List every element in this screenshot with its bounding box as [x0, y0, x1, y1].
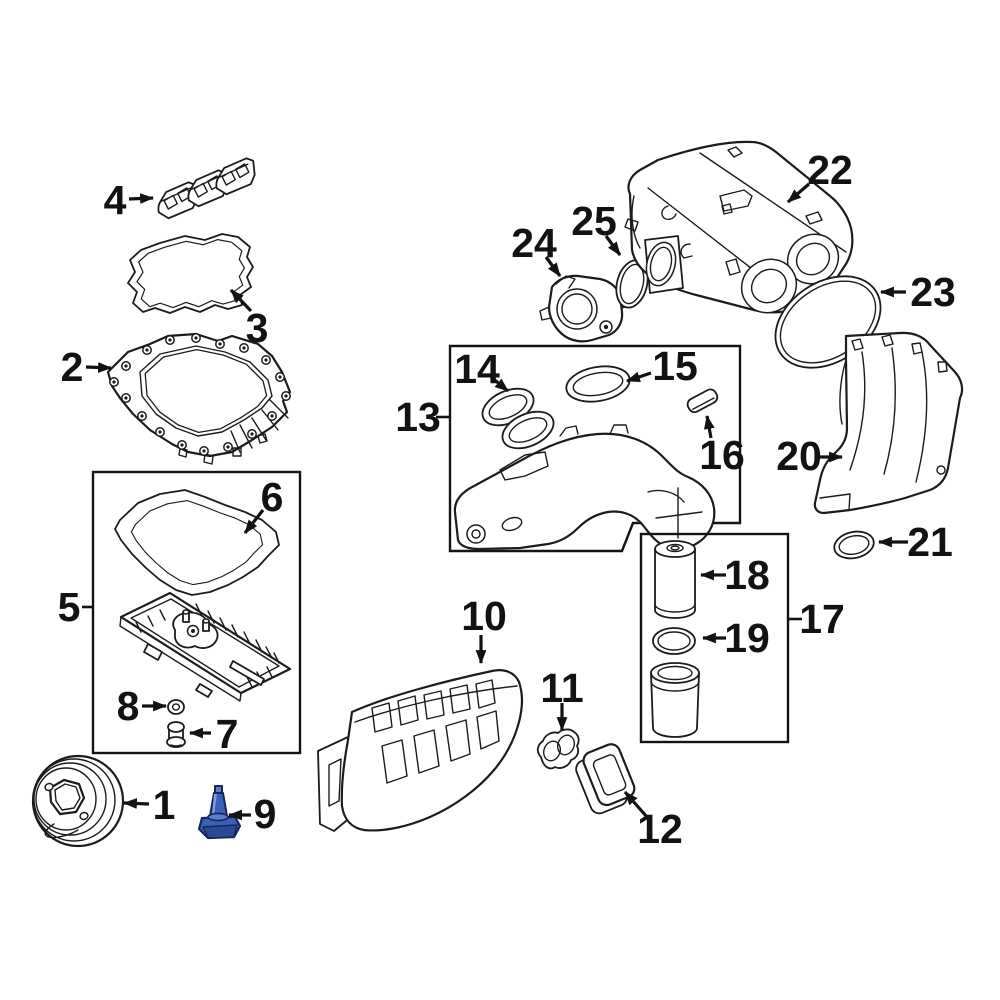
- group-box-oil-filter-kit: [639, 532, 790, 744]
- callout-20: 20: [776, 433, 844, 479]
- part-5-lower-oil-pan: [119, 591, 292, 702]
- callout-13: 13: [395, 394, 449, 440]
- callout-20-number: 20: [776, 433, 822, 479]
- callout-8-number: 8: [117, 683, 140, 729]
- group-box-oil-pan-kit: [91, 470, 302, 755]
- callout-19: 19: [701, 615, 770, 661]
- callout-14-number: 14: [454, 346, 500, 392]
- callout-3-number: 3: [246, 305, 269, 351]
- callout-1: 1: [122, 782, 176, 828]
- callout-10-number: 10: [461, 593, 507, 639]
- callout-8: 8: [117, 683, 168, 729]
- callout-17-number: 17: [799, 596, 845, 642]
- callout-13-number: 13: [395, 394, 441, 440]
- part-15-elbow-seal: [565, 365, 631, 403]
- leader-arrow: [786, 182, 811, 204]
- callout-5: 5: [58, 584, 94, 630]
- part-2-upper-oil-pan: [106, 332, 292, 465]
- leader-arrow: [623, 790, 649, 819]
- part-6-lower-pan-gasket: [114, 489, 280, 596]
- callout-16-number: 16: [699, 432, 745, 478]
- leader-arrow: [704, 414, 715, 439]
- callout-14: 14: [454, 346, 510, 393]
- part-14-elbow-seals: [481, 387, 555, 450]
- part-3-upper-pan-gasket: [127, 233, 254, 314]
- part-18-oil-filter-element: [654, 540, 696, 619]
- callout-4-number: 4: [104, 177, 127, 223]
- part-21-manifold-seal: [833, 530, 875, 560]
- callout-5-number: 5: [58, 584, 81, 630]
- callout-18: 18: [699, 552, 770, 598]
- part-4-mount-brackets: [157, 157, 256, 220]
- callout-7-number: 7: [216, 711, 239, 757]
- callout-24-number: 24: [511, 220, 557, 266]
- callout-2: 2: [61, 344, 113, 390]
- leader-arrow: [128, 193, 155, 204]
- leader-arrow: [229, 288, 253, 313]
- part-19-filter-o-ring: [652, 627, 696, 655]
- callout-22-number: 22: [807, 147, 853, 193]
- part-16-pad: [686, 388, 719, 414]
- callout-3: 3: [229, 288, 269, 351]
- leader-arrow: [625, 371, 652, 383]
- callout-18-number: 18: [724, 552, 770, 598]
- callout-7: 7: [188, 711, 239, 757]
- callout-16: 16: [699, 414, 745, 478]
- callout-6: 6: [243, 474, 284, 534]
- leader-arrow: [122, 798, 150, 809]
- callout-23: 23: [879, 269, 956, 315]
- part-1-crankshaft-pulley: [31, 754, 125, 848]
- callout-9: 9: [227, 791, 277, 837]
- callout-2-number: 2: [61, 344, 84, 390]
- callout-25-number: 25: [571, 198, 617, 244]
- part-10-engine-under-cover: [317, 669, 524, 832]
- callout-21: 21: [877, 519, 953, 565]
- callout-25: 25: [571, 198, 622, 256]
- callout-11: 11: [540, 665, 584, 732]
- callout-6-number: 6: [261, 474, 284, 520]
- part-13-intake-elbow: [453, 424, 716, 551]
- callout-23-number: 23: [910, 269, 956, 315]
- callout-17: 17: [789, 596, 845, 642]
- leader-arrow: [544, 256, 562, 277]
- callout-24: 24: [511, 220, 562, 277]
- callout-12-number: 12: [637, 806, 683, 852]
- callout-19-number: 19: [724, 615, 770, 661]
- callout-12: 12: [623, 790, 683, 852]
- part-17-filter-cap: [650, 662, 700, 738]
- part-24-throttle-body: [539, 274, 632, 343]
- part-11-clamp: [536, 728, 580, 770]
- callout-4: 4: [104, 177, 155, 223]
- part-7-drain-plug: [166, 721, 186, 748]
- part-9-bolt-highlighted: [197, 785, 242, 840]
- callout-21-number: 21: [907, 519, 953, 565]
- group-box-intake-elbow-kit: [448, 344, 742, 553]
- callout-9-number: 9: [254, 791, 277, 837]
- part-12-duct-seal-frame: [575, 743, 636, 815]
- leader-arrow: [604, 235, 622, 256]
- leader-arrow: [489, 375, 510, 393]
- part-8-drain-plug-washer: [167, 699, 185, 715]
- callout-15: 15: [625, 343, 698, 389]
- callout-10: 10: [461, 593, 507, 665]
- part-22-intake-plenum: [624, 140, 854, 314]
- leader-arrow: [85, 362, 113, 373]
- callout-1-number: 1: [153, 782, 176, 828]
- callout-15-number: 15: [652, 343, 698, 389]
- callout-11-number: 11: [540, 665, 583, 711]
- leader-arrow: [243, 509, 265, 534]
- callout-22: 22: [786, 147, 853, 204]
